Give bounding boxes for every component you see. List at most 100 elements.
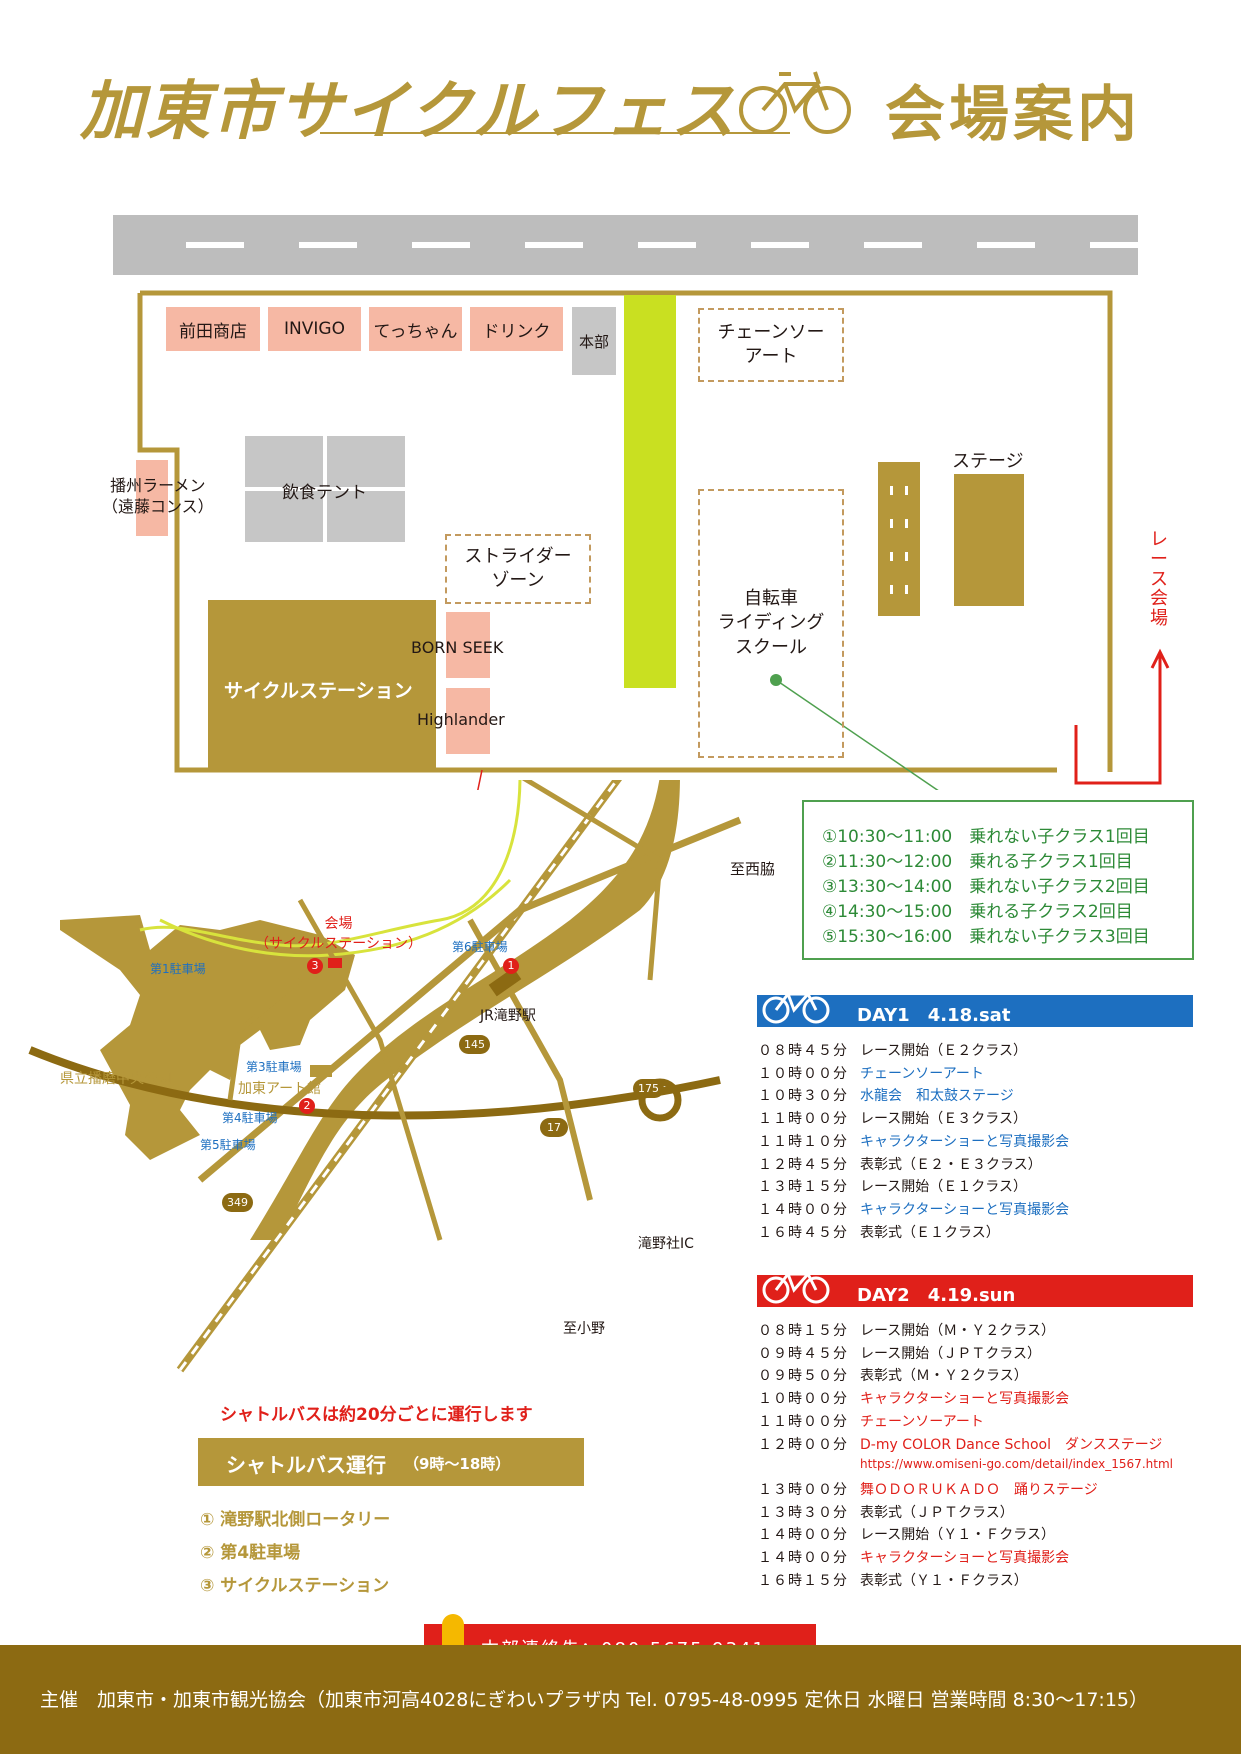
time: １０時００分 [758,1065,848,1082]
event: 表彰式（ＪＰＴクラス） [860,1504,1014,1521]
highlander-booth [446,688,490,754]
ramen-booth [136,460,168,536]
route-17: 17 [540,1118,568,1137]
to-ono: 至小野 [563,1321,605,1337]
born-seek-label: BORN SEEK [411,638,504,657]
time: １１時００分 [758,1413,848,1430]
time: １６時１５分 [758,1572,848,1589]
booth-invigo: INVIGO [268,307,361,351]
day1-schedule-row: １０時３０分水龍会 和太鼓ステージ [758,1085,1014,1105]
day2-schedule-row: ０８時１５分レース開始（Ｍ・Ｙ２クラス） [758,1320,1055,1340]
organizer-info: 主催 加東市・加東市観光協会（加東市河高4028にぎわいプラザ内 Tel. 07… [40,1689,1148,1711]
riding-slot: ③13:30～14:00 乗れない子クラス2回目 [822,877,1150,897]
venue-label: 会場 （サイクルステーション） [255,916,423,952]
kato-art-hall: 加東アート館 [238,1081,322,1097]
time: １３時００分 [758,1481,848,1498]
time: １０時００分 [758,1391,848,1408]
green-lane [624,295,676,688]
event: レース開始（Ｙ１・Ｆクラス） [860,1527,1056,1544]
event: チェーンソーアート [860,1065,984,1082]
riding-slot: ①10:30～11:00 乗れない子クラス1回目 [822,827,1150,847]
event: レース開始（Ｅ１クラス） [860,1179,1028,1196]
event: 表彰式（Ｅ２・Ｅ３クラス） [860,1156,1042,1173]
parking-5: 第5駐車場 [200,1138,256,1152]
day1-schedule-row: １３時１５分レース開始（Ｅ１クラス） [758,1176,1027,1196]
day2-schedule-row: https://www.omiseni-go.com/detail/index_… [758,1456,1173,1472]
stage-seating [878,462,920,616]
venue-outline [137,290,1170,790]
booth-maeda: 前田商店 [166,307,260,351]
day1-header: DAY1 4.18.sat [757,995,1193,1027]
bicycle-icon [762,1272,830,1304]
time: １４時００分 [758,1201,848,1218]
day2-schedule-row: １４時００分レース開始（Ｙ１・Ｆクラス） [758,1524,1055,1544]
race-venue-label: レース会場 [1150,529,1168,630]
stage-label: ステージ [952,451,1024,472]
ramen-label: 播州ラーメン （遠藤コンス） [102,476,214,516]
event: D-my COLOR Dance School ダンスステージ [860,1436,1163,1453]
day2-schedule-row: １３時００分舞ＯＤＯＲＵＫＡＤＯ 踊りステージ [758,1479,1098,1499]
day2-schedule-row: １３時３０分表彰式（ＪＰＴクラス） [758,1502,1014,1522]
page-title: 加東市サイクルフェス [80,75,737,149]
time: ０８時１５分 [758,1323,848,1339]
event: 舞ＯＤＯＲＵＫＡＤＯ 踊りステージ [860,1481,1098,1498]
event: レース開始（Ｍ・Ｙ２クラス） [860,1323,1056,1339]
riding-school-zone: 自転車 ライディング スクール [698,489,844,758]
event: 表彰式（Ｅ１クラス） [860,1224,1000,1241]
time: １１時１０分 [758,1133,848,1150]
day2-schedule-row: ０９時４５分レース開始（ＪＰＴクラス） [758,1343,1041,1363]
shuttle-stop: ② 第4駐車場 [200,1543,301,1563]
event: レース開始（Ｅ２クラス） [860,1043,1028,1059]
day1-schedule-row: １２時４５分表彰式（Ｅ２・Ｅ３クラス） [758,1154,1042,1174]
footer: 主催 加東市・加東市観光協会（加東市河高4028にぎわいプラザ内 Tel. 07… [0,1645,1241,1754]
riding-school-schedule: ①10:30～11:00 乗れない子クラス1回目 ②11:30～12:00 乗れ… [802,800,1194,960]
day1-schedule-row: １４時００分キャラクターショーと写真撮影会 [758,1199,1069,1219]
strider-zone: ストライダー ゾーン [445,534,591,604]
time: １６時４５分 [758,1224,848,1241]
event: 表彰式（Ｍ・Ｙ２クラス） [860,1368,1028,1385]
day2-schedule-row: １６時１５分表彰式（Ｙ１・Ｆクラス） [758,1570,1028,1590]
route-145: 145 [459,1035,490,1054]
bicycle-icon [762,992,830,1024]
born-seek-booth [446,612,490,678]
parking-6: 第6駐車場 [452,940,508,954]
time: １４時００分 [758,1550,848,1566]
time: ０８時４５分 [758,1043,848,1059]
day2-schedule-row: １１時００分チェーンソーアート [758,1411,984,1431]
event: キャラクターショーと写真撮影会 [860,1201,1070,1218]
route-175: 175 [633,1079,664,1098]
riding-slot: ⑤15:30～16:00 乗れない子クラス3回目 [822,927,1150,947]
highlander-label: Highlander [417,710,505,729]
person-icon [442,1614,464,1652]
event: 水龍会 和太鼓ステージ [860,1088,1014,1105]
event: チェーンソーアート [860,1413,984,1430]
stage [954,474,1024,606]
booth-tecchan: てっちゃん [369,307,462,351]
shuttle-stop: ① 滝野駅北側ロータリー [200,1510,391,1530]
page-subtitle: 会場案内 [885,80,1141,150]
honbu: 本部 [572,307,616,375]
area-map [28,780,742,1373]
event: キャラクターショーと写真撮影会 [860,1133,1070,1150]
riding-slot: ②11:30～12:00 乗れる子クラス1回目 [822,852,1133,872]
day1-label: DAY1 4.18.sat [857,1005,1011,1026]
shuttle-stop: ③ サイクルステーション [200,1576,390,1596]
time: １２時４５分 [758,1156,848,1173]
shuttle-title-bar: シャトルバス運行 （9時～18時） [198,1438,584,1486]
day1-schedule-row: １６時４５分表彰式（Ｅ１クラス） [758,1222,1000,1242]
time: １３時１５分 [758,1179,848,1196]
event[interactable]: https://www.omiseni-go.com/detail/index_… [860,1457,1173,1472]
day2-label: DAY2 4.19.sun [857,1285,1016,1306]
shuttle-title: シャトルバス運行 [226,1453,386,1477]
chainsaw-art-zone: チェーンソー アート [698,308,844,382]
shuttle-note: シャトルバスは約20分ごとに運行します [220,1405,533,1425]
food-tent-label: 飲食テント [282,483,367,503]
takino-ic: 滝野社IC [638,1236,694,1252]
bus-stop-2: 2 [299,1098,315,1114]
time: １１時００分 [758,1111,848,1128]
event: キャラクターショーと写真撮影会 [860,1391,1070,1408]
day1-schedule-row: ０８時４５分レース開始（Ｅ２クラス） [758,1040,1027,1060]
day1-schedule-row: １１時１０分キャラクターショーと写真撮影会 [758,1131,1069,1151]
cycle-station [208,600,436,770]
